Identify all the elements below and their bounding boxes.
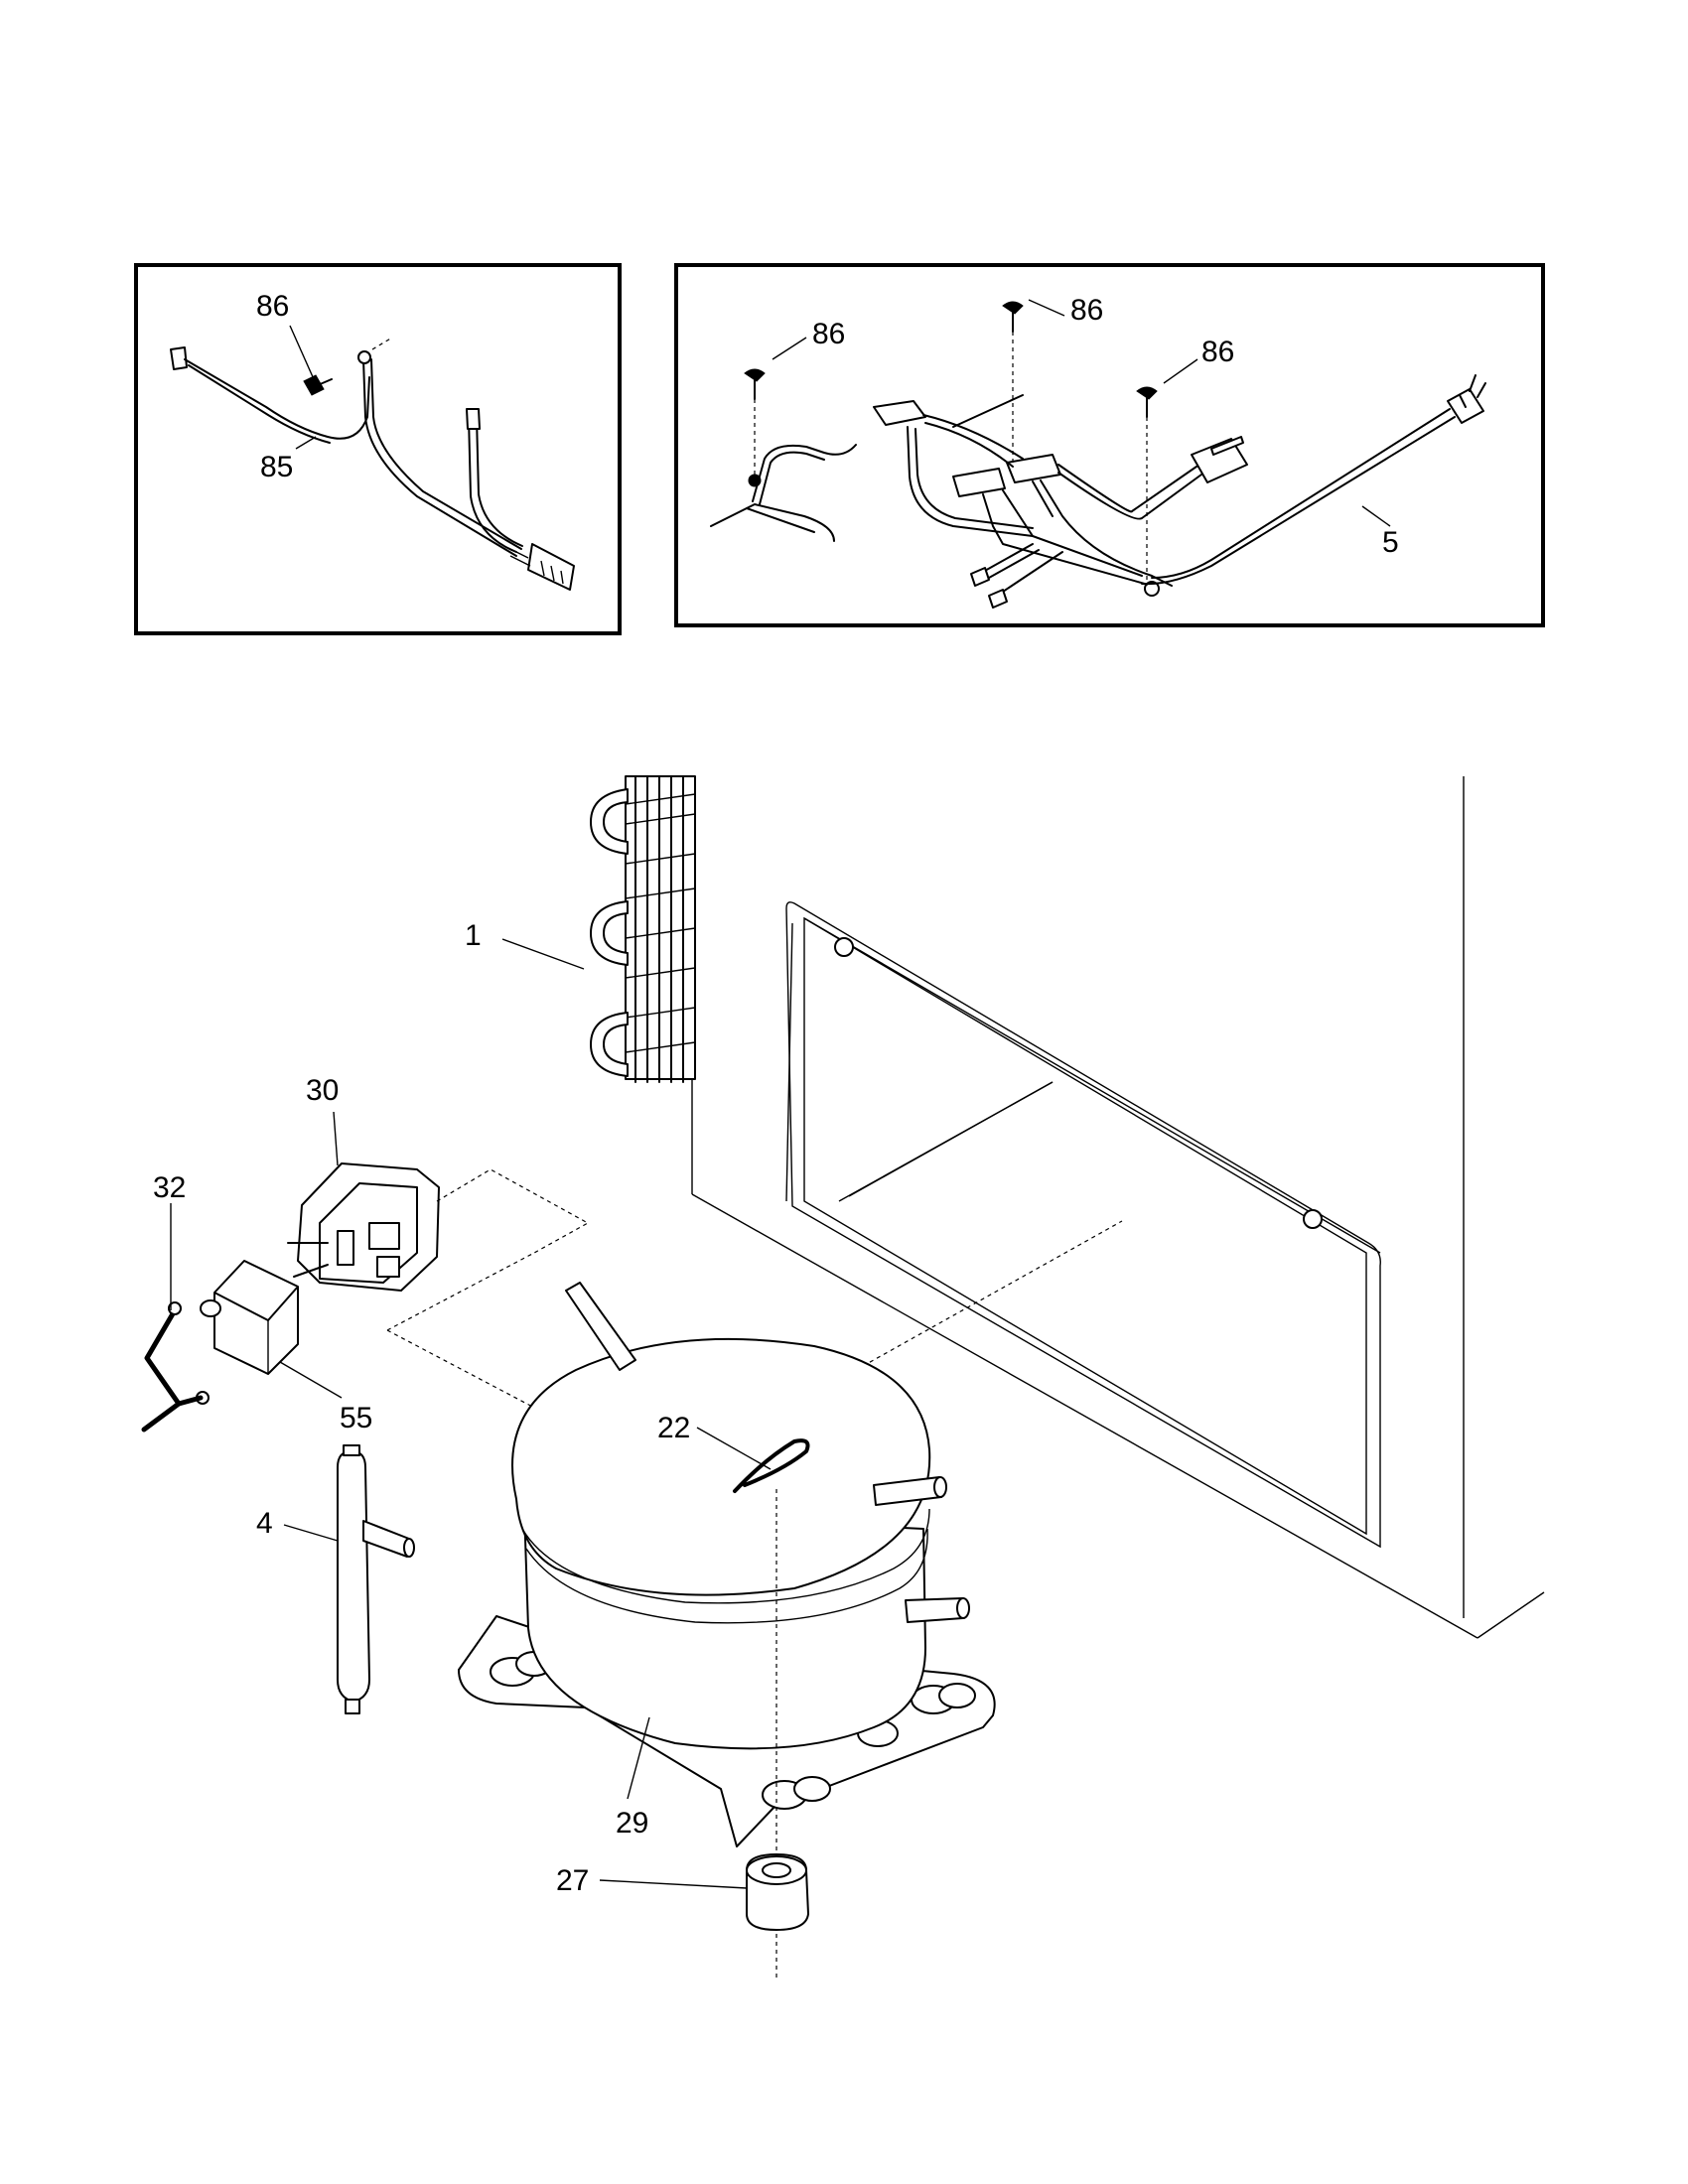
callout-86-inset2-b: 86: [1070, 294, 1103, 327]
callout-5: 5: [1382, 526, 1399, 559]
clip-32-icon: [141, 1301, 210, 1433]
callout-55: 55: [340, 1402, 372, 1434]
screw-icon: [303, 374, 333, 396]
callout-22: 22: [657, 1412, 690, 1444]
callout-32: 32: [153, 1171, 186, 1204]
callout-27: 27: [556, 1864, 589, 1897]
screw-icon: [1002, 301, 1024, 467]
grommet-icon: [746, 1853, 809, 1931]
callout-30: 30: [306, 1074, 339, 1107]
relay-icon: [287, 1162, 440, 1292]
callout-86-inset2-a: 86: [812, 318, 845, 350]
wire-harness-icon: [170, 337, 575, 591]
callout-86-inset2-c: 86: [1201, 336, 1234, 368]
power-cord-harness-icon: [710, 374, 1486, 609]
drier-icon: [337, 1444, 415, 1714]
compressor-icon: [458, 1282, 996, 1847]
overload-icon: [200, 1260, 299, 1375]
inset-power-cord-5: 86 86 86 5: [674, 263, 1545, 627]
callout-86-inset1: 86: [256, 290, 289, 323]
screw-icon: [744, 368, 766, 477]
callout-1: 1: [465, 919, 482, 952]
callout-4: 4: [256, 1507, 273, 1540]
cabinet-outline: [691, 776, 1545, 1639]
callout-29: 29: [616, 1807, 648, 1840]
plug-icon: [1447, 374, 1486, 424]
condenser-coil-icon: [590, 775, 696, 1083]
callout-85: 85: [260, 451, 293, 483]
main-assembly: 1 30 55: [141, 775, 1545, 1978]
screw-icon: [1136, 386, 1158, 586]
inset-harness-85: 86 85: [134, 263, 622, 635]
